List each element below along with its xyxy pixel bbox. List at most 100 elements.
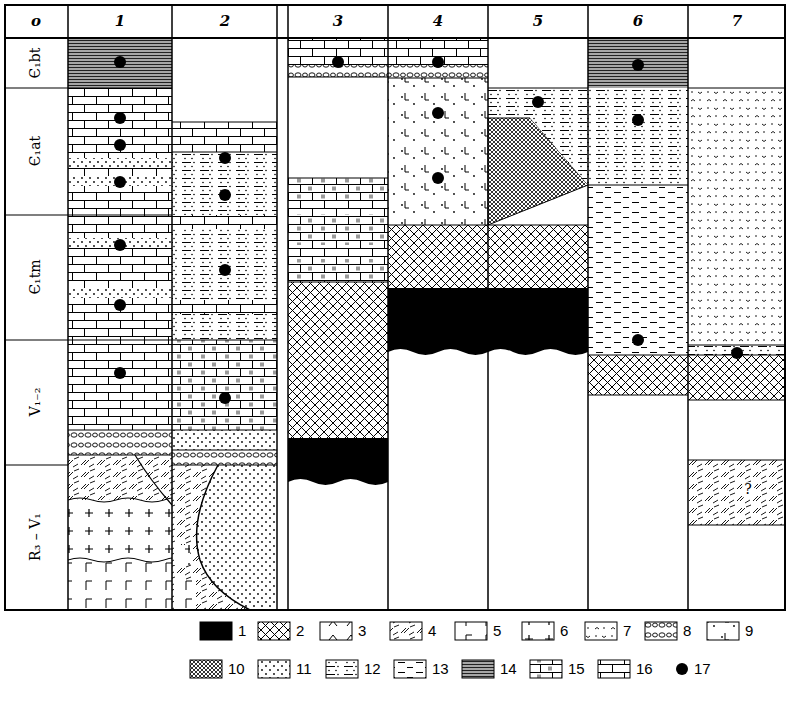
column-1-layers	[135, 455, 172, 505]
column-1-layers	[68, 430, 173, 562]
table-grid	[68, 5, 688, 610]
legend-label: 16	[636, 661, 653, 678]
column-4-layers	[388, 78, 488, 225]
legend-label: 6	[560, 623, 568, 640]
column-number: 5	[533, 13, 543, 30]
fossil-dot	[632, 114, 644, 126]
legend-swatch	[200, 622, 232, 640]
legend-swatch	[462, 660, 494, 678]
legend-swatch	[258, 622, 290, 640]
uncertainty-mark: ?	[742, 482, 754, 497]
fossil-dot	[114, 239, 126, 251]
column-2-layers	[172, 340, 277, 430]
column-5-layers	[488, 288, 588, 355]
column-3-layers	[288, 245, 388, 259]
fossil-dot	[114, 299, 126, 311]
table-grid	[288, 88, 488, 89]
column-5-layers	[488, 118, 588, 225]
legend-label: 11	[296, 661, 312, 678]
column-2-layers	[174, 580, 196, 610]
column-7-layers	[688, 88, 785, 525]
stratigraphic-unit: Є₁bt	[28, 48, 43, 79]
legend-label: 8	[683, 623, 691, 640]
column-4-layers	[388, 225, 488, 288]
column-3-layers	[288, 282, 388, 438]
legend-swatch	[326, 660, 358, 678]
column-number: 4	[433, 13, 443, 30]
fossil-dot	[114, 367, 126, 379]
legend-swatch	[320, 622, 352, 640]
column-2-layers	[172, 300, 277, 314]
table-grid	[5, 88, 172, 465]
stratigraphic-unit: V₁₋₂	[28, 388, 43, 417]
legend-label: 9	[745, 623, 753, 640]
column-1-layers	[68, 38, 172, 88]
column-1-layers	[68, 288, 172, 298]
fossil-dot	[632, 334, 644, 346]
column-2-layers	[172, 450, 277, 465]
column-number: 6	[633, 13, 643, 30]
fossil-dot	[532, 96, 544, 108]
column-1-layers	[68, 560, 172, 610]
legend-label: 5	[493, 623, 501, 640]
fossil-dot	[731, 347, 743, 359]
column-1-layers	[68, 430, 172, 455]
column-6-layers	[588, 185, 688, 355]
legend-label: 15	[568, 661, 585, 678]
legend-swatch	[585, 622, 617, 640]
column-number: 3	[333, 13, 343, 30]
legend-label: 7	[623, 623, 631, 640]
legend-swatch	[598, 660, 630, 678]
column-1-layers	[68, 158, 172, 168]
legend-label: 4	[428, 623, 436, 640]
legend-label: 17	[694, 661, 711, 678]
column-5-layers	[488, 88, 588, 225]
legend-label: 2	[296, 623, 304, 640]
column-3-layers	[288, 38, 388, 485]
column-2-layers	[197, 465, 250, 610]
fossil-dot	[114, 56, 126, 68]
legend-swatch	[455, 622, 487, 640]
column-3-layers	[288, 200, 388, 214]
column-number: 7	[732, 13, 742, 30]
column-1-layers	[68, 455, 172, 500]
legend-swatch	[190, 660, 222, 678]
column-7-layers	[688, 355, 785, 400]
legend-swatch	[707, 622, 739, 640]
table-grid	[5, 5, 785, 610]
column-4-layers	[388, 288, 488, 355]
column-5-layers	[488, 88, 588, 355]
column-2-layers	[172, 122, 277, 152]
column-6-layers	[588, 355, 688, 395]
legend-label: 14	[500, 661, 517, 678]
corner-heading: о	[31, 13, 41, 30]
column-6-layers	[588, 38, 688, 88]
fossil-dot	[114, 112, 126, 124]
fossil-dot	[432, 56, 444, 68]
fossil-dot	[219, 189, 231, 201]
column-1-layers	[68, 38, 173, 610]
legend-swatches	[190, 622, 739, 678]
column-1-layers	[68, 500, 172, 560]
fossil-dot	[432, 172, 444, 184]
fossil-dot	[219, 152, 231, 164]
column-2-layers	[174, 545, 190, 565]
column-3-layers	[288, 178, 388, 282]
column-6-layers	[588, 38, 688, 395]
stratigraphic-unit: Є₁at	[28, 136, 43, 166]
table-grid	[5, 5, 785, 610]
legend-swatch	[390, 622, 422, 640]
column-number: 1	[115, 13, 125, 30]
fossil-dot	[219, 264, 231, 276]
column-2-layers	[172, 465, 277, 610]
legend-swatch	[645, 622, 677, 640]
column-6-layers	[588, 88, 688, 185]
column-2-layers	[172, 465, 250, 610]
fossil-dot	[432, 107, 444, 119]
column-4-layers	[388, 78, 488, 225]
column-5-layers	[488, 225, 588, 288]
column-6-layers	[588, 185, 688, 395]
